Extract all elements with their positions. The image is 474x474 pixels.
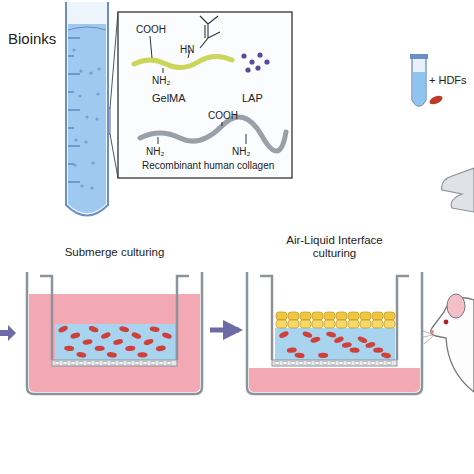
cell-label: + HDFs [429, 74, 467, 86]
step-heading: Air-Liquid Interface culturing [264, 234, 405, 260]
molecule-name: LAP [242, 92, 263, 104]
group-label: COOH [136, 24, 166, 35]
group-label: HN [180, 44, 194, 55]
molecule-name: GelMA [152, 92, 186, 104]
bioink-tube: Bioinks [8, 0, 116, 228]
molecule-name: Recombinant human collagen [142, 160, 274, 171]
step-heading: Submerge culturing [42, 246, 187, 259]
group-label: COOH [208, 110, 238, 121]
tube-label: Bioinks [8, 30, 64, 47]
transwell-box: Submerge culturing [22, 232, 207, 397]
group-label: NH₂ [232, 146, 250, 157]
group-label: NH₂ [146, 146, 164, 157]
transwell-box: Air-Liquid Interface culturing [242, 232, 427, 397]
process-arrow [210, 328, 239, 333]
group-label: NH₂ [152, 75, 170, 86]
